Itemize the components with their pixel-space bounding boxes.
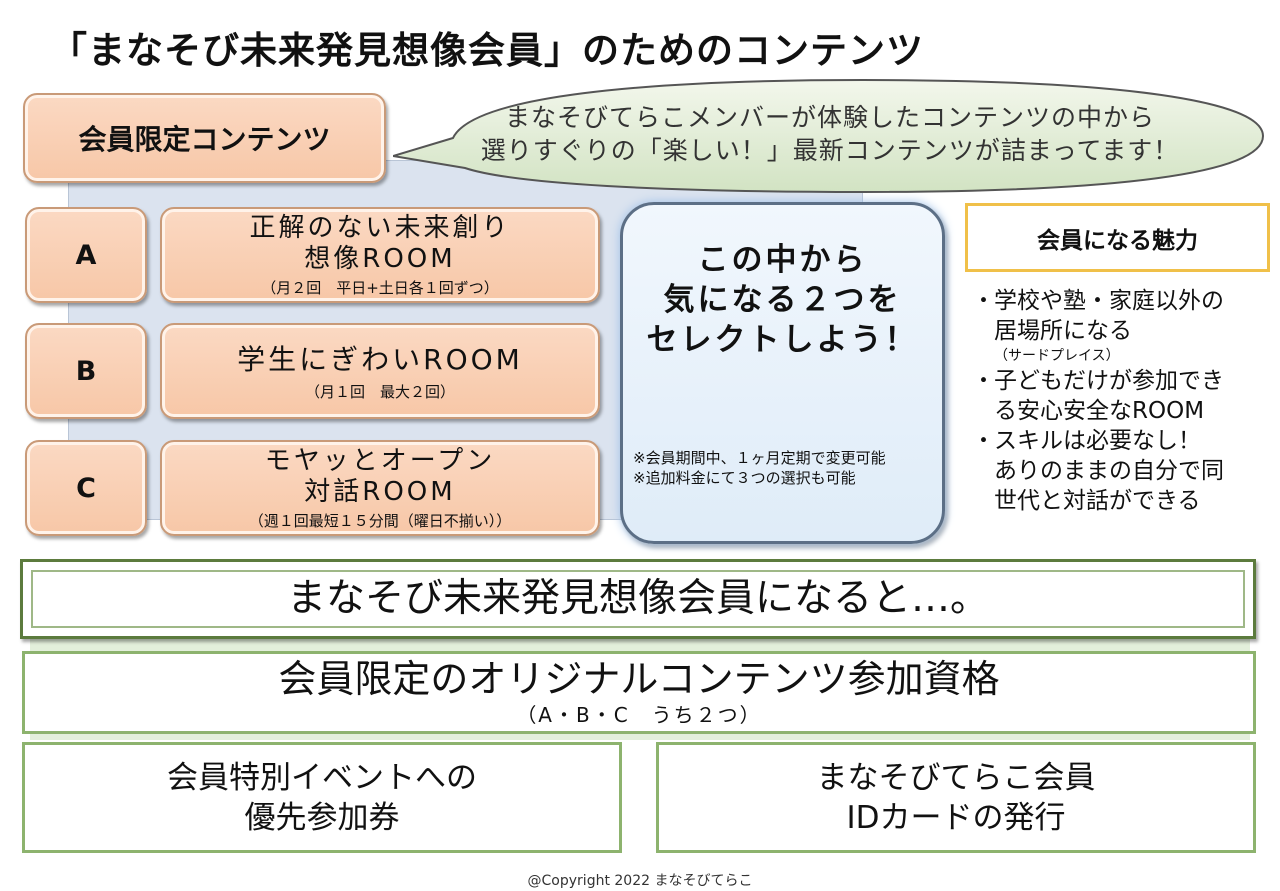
benefit-original-title: 会員限定のオリジナルコンテンツ参加資格	[278, 657, 1000, 701]
benefit-id-line-2: IDカードの発行	[846, 799, 1066, 836]
benefit-original-sub: （A・B・C うち２つ）	[516, 703, 762, 727]
select-line-3: セレクトしよう！	[646, 322, 919, 358]
select-line-2: 気になる２つを	[663, 282, 902, 318]
copyright: @Copyright 2022 まなそびてらこ	[527, 873, 753, 889]
room-b-name: 学生にぎわいROOM	[237, 342, 523, 376]
room-c-schedule: （週１回最短１５分間（曜日不揃い））	[248, 511, 512, 530]
select-note-2: ※追加料金にて３つの選択も可能	[633, 469, 856, 487]
benefit-id-line-1: まなそびてらこ会員	[816, 759, 1096, 796]
appeal-item-3-line-2: ありのままの自分で同	[994, 458, 1224, 484]
room-a-letter: A	[25, 207, 147, 303]
appeal-item: ・ 子どもだけが参加でき る安心安全なROOM	[972, 366, 1272, 426]
room-a-schedule: （月２回 平日+土日各１回ずつ）	[261, 278, 499, 297]
room-c-name-2: 対話ROOM	[304, 476, 456, 507]
benefit-priority-line-2: 優先参加券	[244, 799, 400, 836]
benefit-priority-line-1: 会員特別イベントへの	[167, 759, 477, 796]
room-c-letter: C	[25, 440, 147, 536]
appeal-item-2-line-2: る安心安全なROOM	[994, 398, 1205, 424]
benefit-original-contents: 会員限定のオリジナルコンテンツ参加資格 （A・B・C うち２つ）	[22, 651, 1256, 734]
members-only-header: 会員限定コンテンツ	[23, 93, 386, 183]
speech-bubble	[393, 78, 1265, 194]
room-a-name-2: 想像ROOM	[304, 243, 456, 274]
appeal-item: ・ 学校や塾・家庭以外の 居場所になる （サードプレイス）	[972, 286, 1272, 366]
select-notes: ※会員期間中、１ヶ月定期で変更可能 ※追加料金にて３つの選択も可能	[633, 448, 943, 488]
room-c-card[interactable]: モヤッとオープン 対話ROOM （週１回最短１５分間（曜日不揃い））	[160, 440, 600, 536]
select-note-1: ※会員期間中、１ヶ月定期で変更可能	[633, 449, 886, 467]
bullet: ・	[972, 428, 995, 454]
room-b-letter: B	[25, 323, 147, 419]
room-c-name-1: モヤッとオープン	[264, 445, 496, 476]
membership-banner-text: まなそび未来発見想像会員になると…。	[286, 576, 989, 621]
room-b-card[interactable]: 学生にぎわいROOM （月１回 最大２回）	[160, 323, 600, 419]
appeal-item-2-line-1: 子どもだけが参加でき	[994, 368, 1224, 394]
room-a-card[interactable]: 正解のない未来創り 想像ROOM （月２回 平日+土日各１回ずつ）	[160, 207, 600, 303]
appeal-item-1-note: （サードプレイス）	[994, 348, 1120, 364]
appeal-list: ・ 学校や塾・家庭以外の 居場所になる （サードプレイス） ・ 子どもだけが参加…	[972, 286, 1272, 516]
room-b-schedule: （月１回 最大２回）	[304, 382, 455, 401]
membership-banner	[20, 559, 1256, 639]
appeal-item-3-line-1: スキルは必要なし！	[994, 428, 1201, 454]
appeal-item-1-line-2: 居場所になる	[994, 318, 1132, 344]
benefit-priority-ticket: 会員特別イベントへの 優先参加券	[22, 742, 622, 853]
appeal-item-3-line-3: 世代と対話ができる	[994, 488, 1201, 514]
select-callout-text: この中から 気になる２つを セレクトしよう！	[620, 240, 945, 360]
appeal-heading: 会員になる魅力	[965, 203, 1270, 272]
benefit-id-card: まなそびてらこ会員 IDカードの発行	[656, 742, 1256, 853]
room-a-name-1: 正解のない未来創り	[249, 212, 511, 243]
appeal-item: ・ スキルは必要なし！ ありのままの自分で同 世代と対話ができる	[972, 426, 1272, 516]
bubble-text: まなそびてらこメンバーが体験したコンテンツの中から 選りすぐりの「楽しい！」最新…	[430, 101, 1230, 167]
bullet: ・	[972, 368, 995, 394]
page-title: 「まなそび未来発見想像会員」のためのコンテンツ	[50, 29, 924, 72]
bullet: ・	[972, 288, 995, 314]
appeal-item-1-line-1: 学校や塾・家庭以外の	[994, 288, 1224, 314]
bubble-line-2: 選りすぐりの「楽しい！」最新コンテンツが詰まってます！	[480, 136, 1180, 165]
select-line-1: この中から	[697, 242, 868, 278]
bubble-line-1: まなそびてらこメンバーが体験したコンテンツの中から	[504, 103, 1155, 132]
select-callout	[620, 202, 945, 544]
